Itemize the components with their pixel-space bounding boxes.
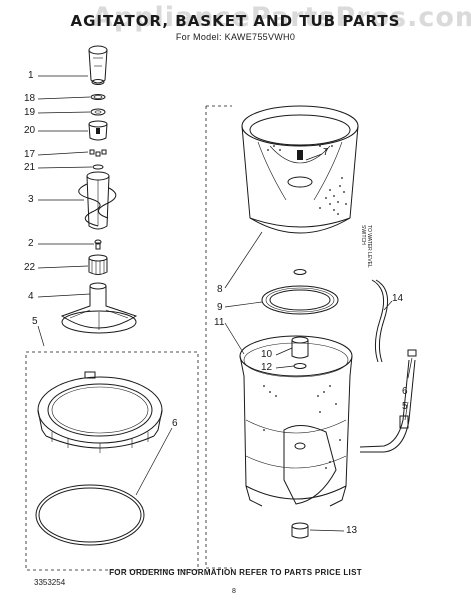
callout-17: 17 xyxy=(24,149,36,160)
agitator-part[interactable] xyxy=(78,171,117,230)
tub-assembly-bracket xyxy=(205,105,232,569)
callout-11: 11 xyxy=(214,317,225,328)
pressure-hose-part[interactable] xyxy=(371,279,389,363)
page-number: 8 xyxy=(232,588,236,595)
callout-13: 13 xyxy=(346,525,358,536)
hub-and-nut-part[interactable] xyxy=(291,336,309,369)
balance-ring-group-box xyxy=(25,351,199,571)
callout-5-right: 5 xyxy=(402,401,408,412)
right-leader-lines xyxy=(224,153,413,532)
ordering-info-note: FOR ORDERING INFORMATION REFER TO PARTS … xyxy=(109,568,362,577)
tub-seal-ring-part[interactable] xyxy=(261,269,339,315)
drive-bell-part[interactable] xyxy=(88,254,108,275)
tub-ring-gasket-part[interactable] xyxy=(35,484,145,546)
callout-8: 8 xyxy=(217,284,223,295)
watermark: AppliancePartsPros.com xyxy=(92,2,471,33)
callout-18: 18 xyxy=(24,93,36,104)
tub-nut-part[interactable] xyxy=(291,522,309,539)
callout-14: 14 xyxy=(392,293,404,304)
left-leader-lines xyxy=(37,75,173,496)
callout-7: 7 xyxy=(323,147,329,158)
callout-1: 1 xyxy=(28,70,34,81)
document-number: 3353254 xyxy=(34,578,66,587)
seal-part[interactable] xyxy=(90,108,106,116)
callout-2: 2 xyxy=(28,238,34,249)
callout-20: 20 xyxy=(24,125,36,136)
callout-21: 21 xyxy=(24,162,36,173)
callout-6-right: 6 xyxy=(402,386,408,397)
callout-6-left: 6 xyxy=(172,418,178,429)
side-note-line-1: TO WATER LEVEL xyxy=(366,225,372,268)
agitator-cap-part[interactable] xyxy=(88,45,108,85)
agitator-bolt-part[interactable] xyxy=(94,239,102,250)
model-subtitle: For Model: KAWE755VWH0 xyxy=(175,32,296,42)
water-level-switch-note: TO WATER LEVEL SWITCH xyxy=(360,225,372,268)
callout-5-left: 5 xyxy=(32,316,38,327)
page-title: AGITATOR, BASKET AND TUB PARTS xyxy=(70,12,401,30)
callout-4: 4 xyxy=(28,291,34,302)
callout-9: 9 xyxy=(217,302,223,313)
callout-10: 10 xyxy=(261,349,273,360)
wash-basket-part[interactable] xyxy=(241,105,359,234)
callout-12: 12 xyxy=(261,362,273,373)
callout-19: 19 xyxy=(24,107,36,118)
agitator-skirt-part[interactable] xyxy=(60,282,138,334)
callout-3: 3 xyxy=(28,194,34,205)
dog-cam-part[interactable] xyxy=(88,120,108,141)
balance-ring-part[interactable] xyxy=(37,371,163,453)
retaining-ring-part[interactable] xyxy=(90,94,106,100)
outer-tub-part[interactable] xyxy=(239,335,353,507)
agitator-dogs-part[interactable] xyxy=(89,149,107,170)
callout-22: 22 xyxy=(24,262,36,273)
drain-hose-part[interactable] xyxy=(359,349,417,453)
